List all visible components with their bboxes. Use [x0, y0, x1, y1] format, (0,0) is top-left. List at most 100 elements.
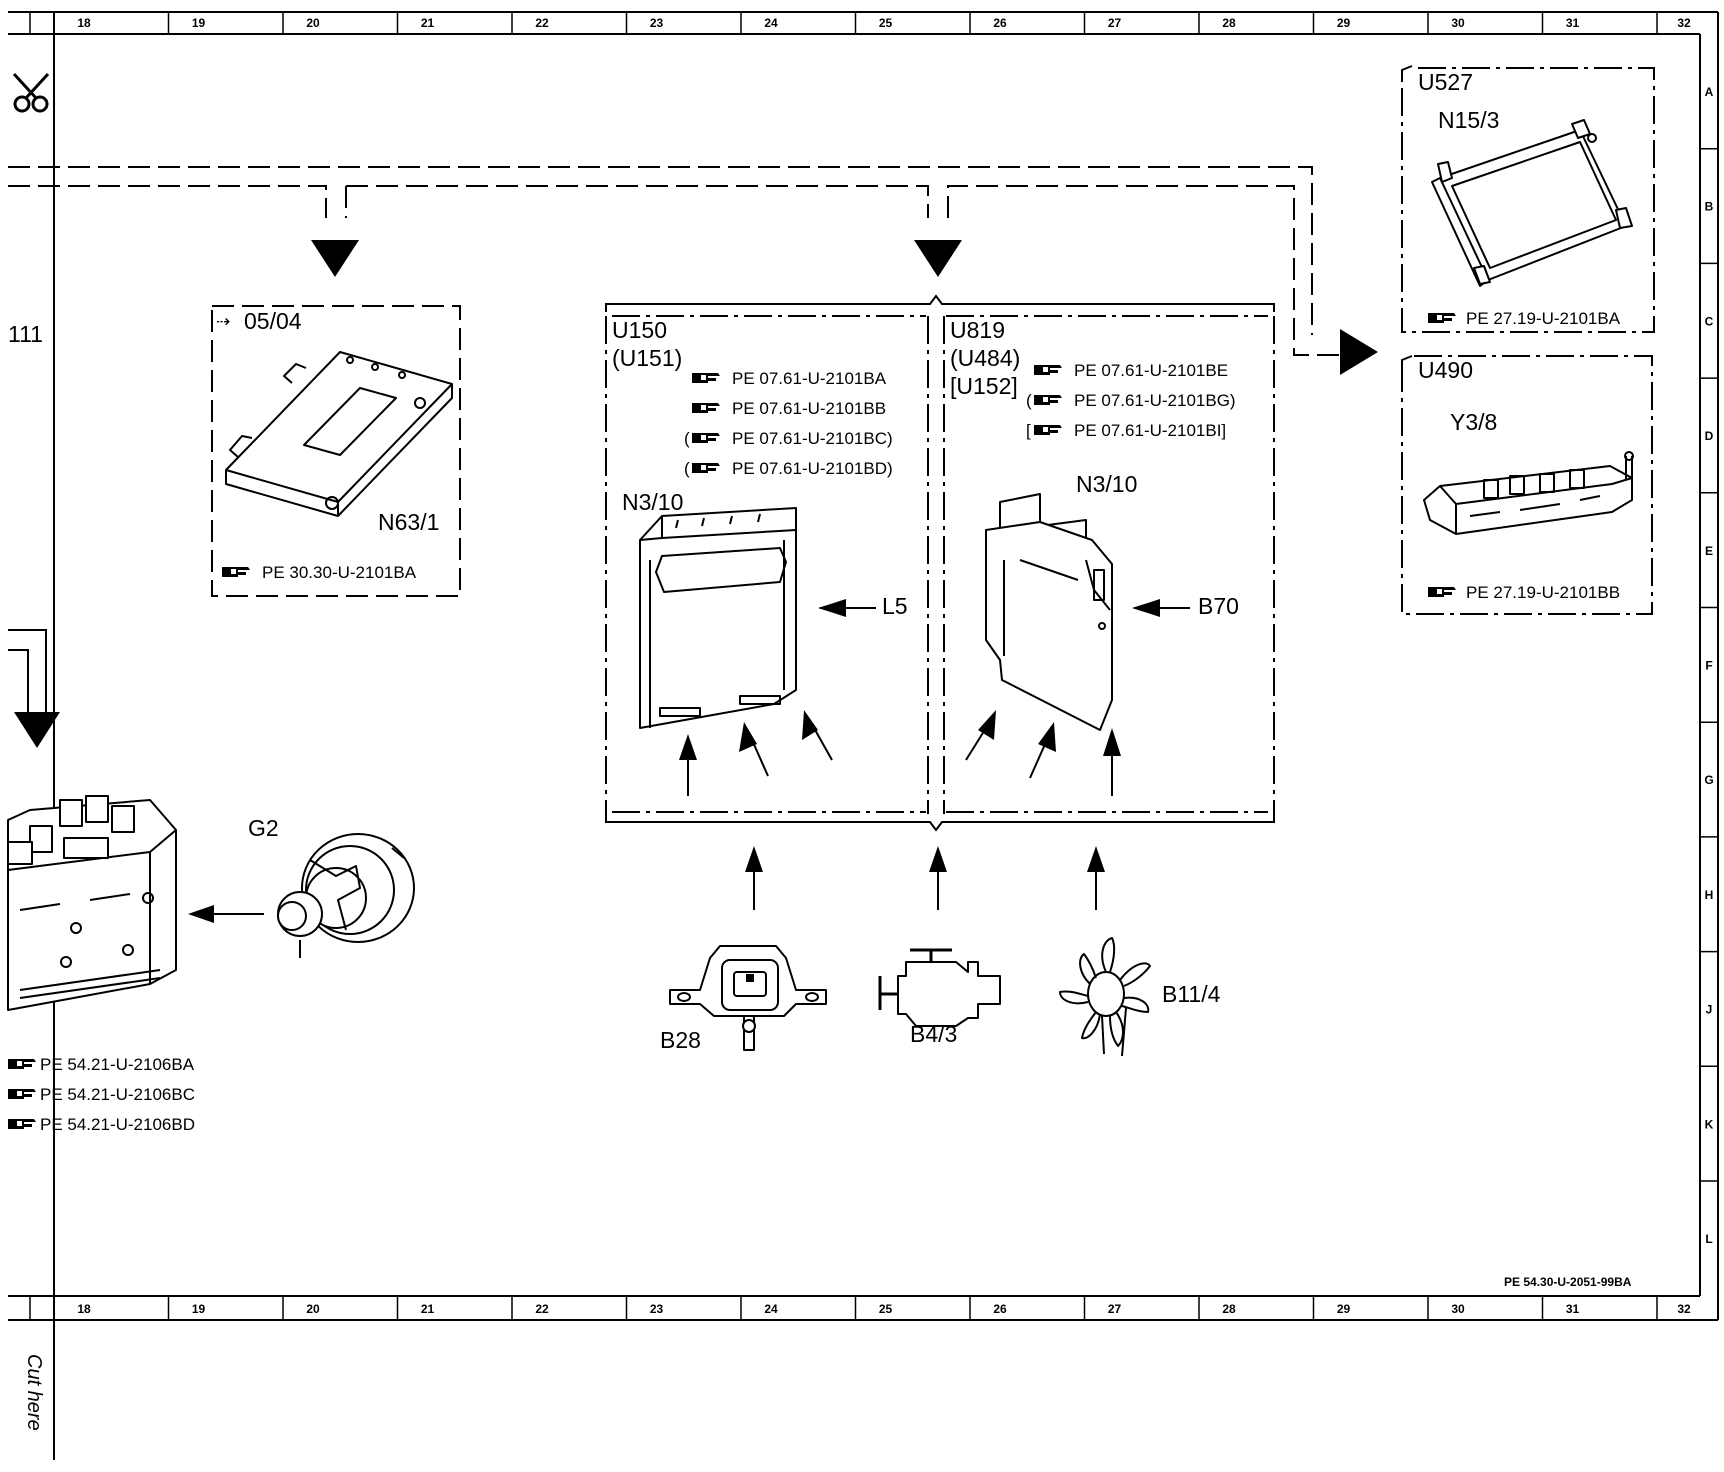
ref-link[interactable]: PE 07.61-U-2101BB — [732, 399, 886, 418]
bracket-text: ( — [1026, 391, 1032, 410]
column-label: 24 — [764, 16, 778, 30]
arrow-up-icon — [1087, 846, 1105, 872]
ref-link[interactable]: PE 27.19-U-2101BB — [1466, 583, 1620, 602]
control-unit-icon — [225, 351, 453, 517]
column-label: 20 — [306, 1302, 320, 1316]
column-label: 28 — [1222, 1302, 1236, 1316]
reference-hand-icon — [1034, 395, 1062, 405]
fuse-box-icon — [7, 795, 177, 1011]
column-label: 29 — [1337, 16, 1351, 30]
box-n63: ⇢ 05/04 N63/1 PE 30.30-U-2101BA — [211, 305, 461, 597]
reference-hand-icon — [8, 1089, 36, 1099]
ref-link[interactable]: PE 30.30-U-2101BA — [262, 563, 417, 582]
reference-hand-icon — [1034, 425, 1062, 435]
code-label: (U151) — [612, 345, 682, 371]
sensor-label: B4/3 — [910, 1021, 957, 1047]
page-number: 111 — [8, 321, 43, 347]
code-label: (U484) — [950, 345, 1020, 371]
sensor-label: B11/4 — [1162, 981, 1221, 1007]
box-u490: U490 Y3/8 PE 27.19-U-2101BB — [1401, 355, 1653, 615]
column-label: 31 — [1566, 16, 1580, 30]
code-label: U150 — [612, 317, 667, 343]
component-label: N63/1 — [378, 509, 439, 535]
bracket-text: ( — [684, 429, 690, 448]
box-u819: U819 (U484) [U152] PE 07.61-U-2101BE ( P… — [950, 317, 1239, 796]
ref-link[interactable]: PE 07.61-U-2101BE — [1074, 361, 1228, 380]
row-label: J — [1706, 1003, 1713, 1017]
ref-link[interactable]: PE 07.61-U-2101BI] — [1074, 421, 1226, 440]
reference-hand-icon — [692, 403, 720, 413]
ref-link[interactable]: PE 07.61-U-2101BA — [732, 369, 887, 388]
arrow-up-icon — [739, 722, 757, 752]
code-label: U819 — [950, 317, 1005, 343]
column-label: 22 — [535, 1302, 549, 1316]
arrow-left-icon — [1132, 599, 1160, 617]
column-label: 25 — [879, 16, 893, 30]
arrow-up-icon — [1038, 722, 1056, 752]
row-label: A — [1705, 85, 1714, 99]
ref-link[interactable]: PE 54.21-U-2106BC — [40, 1085, 195, 1104]
reference-hand-icon — [1428, 313, 1456, 323]
row-label: C — [1705, 314, 1714, 328]
column-label: 27 — [1108, 16, 1122, 30]
ref-link[interactable]: PE 07.61-U-2101BD) — [732, 459, 893, 478]
arrow-up-icon — [1103, 728, 1121, 756]
ref-link[interactable]: PE 54.21-U-2106BD — [40, 1115, 195, 1134]
ref-link[interactable]: PE 07.61-U-2101BC) — [732, 429, 893, 448]
ref-link[interactable]: PE 54.21-U-2106BA — [40, 1055, 195, 1074]
row-label: L — [1705, 1232, 1712, 1246]
input-label: B70 — [1198, 593, 1239, 619]
column-label: 23 — [650, 1302, 664, 1316]
reference-hand-icon — [222, 567, 250, 577]
box-u527: U527 N15/3 PE 27.19-U-2101BA — [1401, 65, 1655, 333]
column-label: 26 — [993, 1302, 1007, 1316]
left-refs: PE 54.21-U-2106BA PE 54.21-U-2106BC PE 5… — [8, 1055, 195, 1134]
column-label: 21 — [421, 1302, 435, 1316]
row-label: E — [1705, 544, 1713, 558]
box-u150: U150 (U151) PE 07.61-U-2101BA PE 07.61-U… — [612, 317, 908, 796]
column-label: 21 — [421, 16, 435, 30]
column-label: 24 — [764, 1302, 778, 1316]
arrow-up-icon — [978, 710, 996, 740]
generator-label: G2 — [248, 815, 279, 841]
column-label: 30 — [1451, 16, 1465, 30]
svg-text:⇢: ⇢ — [216, 312, 230, 331]
row-label: B — [1705, 200, 1714, 214]
arrow-left-icon — [188, 905, 214, 923]
arrow-up-icon — [802, 710, 818, 740]
column-label: 27 — [1108, 1302, 1122, 1316]
date-label: 05/04 — [244, 308, 302, 334]
reference-hand-icon — [692, 433, 720, 443]
column-ruler: 1818191920202121222223232424252526262727… — [77, 12, 1691, 1320]
column-label: 31 — [1566, 1302, 1580, 1316]
ref-link[interactable]: PE 07.61-U-2101BG) — [1074, 391, 1236, 410]
signal-bus — [8, 166, 1340, 712]
scissors-icon — [12, 72, 50, 113]
bracket-text: [ — [1026, 421, 1031, 440]
column-label: 32 — [1677, 1302, 1691, 1316]
sensor-arrows — [745, 846, 1105, 910]
column-label: 32 — [1677, 16, 1691, 30]
fan-icon — [1059, 937, 1151, 1057]
component-label: N3/10 — [622, 489, 683, 515]
column-label: 30 — [1451, 1302, 1465, 1316]
component-label: N15/3 — [1438, 107, 1499, 133]
valve-body-icon — [1431, 119, 1633, 287]
component-label: Y3/8 — [1450, 409, 1497, 435]
reference-hand-icon — [692, 373, 720, 383]
reference-hand-icon — [1034, 365, 1062, 375]
ref-link[interactable]: PE 27.19-U-2101BA — [1466, 309, 1621, 328]
pressure-sensor-icon — [669, 945, 827, 1051]
code-label: [U152] — [950, 373, 1018, 399]
row-label: K — [1705, 1117, 1714, 1131]
arrow-up-icon — [929, 846, 947, 872]
column-label: 18 — [77, 16, 91, 30]
reference-hand-icon — [8, 1059, 36, 1069]
row-label: G — [1704, 773, 1713, 787]
check-engine-icon — [878, 948, 1001, 1027]
column-label: 29 — [1337, 1302, 1351, 1316]
valve-plate-icon — [1423, 451, 1634, 535]
column-label: 26 — [993, 16, 1007, 30]
